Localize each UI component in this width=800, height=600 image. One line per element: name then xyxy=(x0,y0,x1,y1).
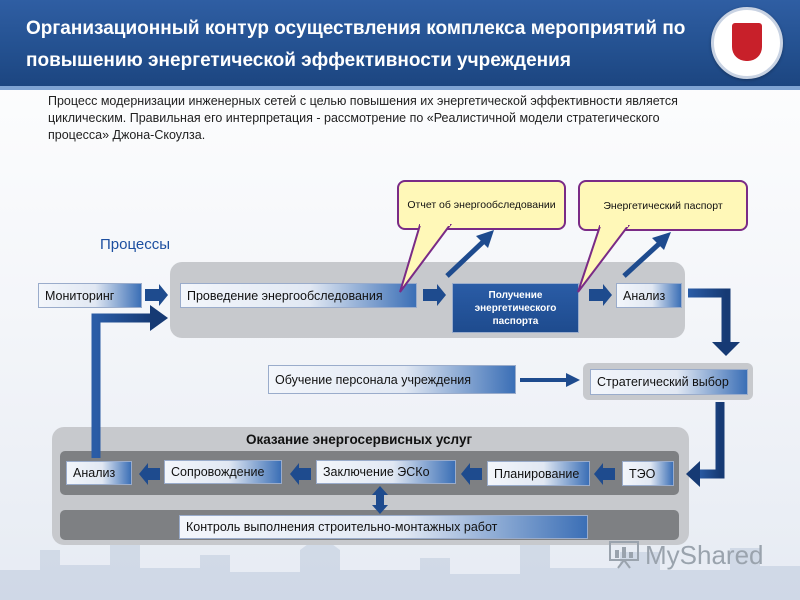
arrow-analysis-back-to-audit xyxy=(91,313,152,458)
arrow-teo-to-planning xyxy=(594,463,615,485)
analysis-bottom-box: Анализ xyxy=(66,461,132,485)
coat-of-arms-shield-icon xyxy=(732,23,762,61)
passport-callout: Энергетический паспорт xyxy=(578,180,748,231)
double-arrow-shaft xyxy=(376,493,384,507)
passport-callout-tail xyxy=(577,225,631,293)
arrow-passport-to-analysis xyxy=(589,284,612,306)
presentation-board-icon xyxy=(609,541,639,569)
intro-line-3: процесса» Джона-Скоулза. xyxy=(48,128,206,142)
moscow-emblem-logo xyxy=(711,7,783,79)
arrow-strategic-to-teo xyxy=(698,402,725,479)
report-callout-tail-join xyxy=(420,222,450,226)
arrowhead-passport xyxy=(652,232,671,250)
services-title: Оказание энергосервисных услуг xyxy=(246,432,473,447)
support-box: Сопровождение xyxy=(164,460,282,484)
arrow-analysis-to-strategic xyxy=(688,288,731,343)
watermark-brand: MyShared xyxy=(645,540,764,570)
arrow-analysis-passport-up xyxy=(622,241,662,278)
planning-box: Планирование xyxy=(487,461,590,486)
receive-passport-box: Получение энергетического паспорта xyxy=(452,283,579,333)
energy-audit-box: Проведение энергообследования xyxy=(180,283,417,308)
processes-label: Процессы xyxy=(100,236,171,253)
arrow-support-to-analysis xyxy=(139,463,160,485)
strategic-choice-box: Стратегический выбор xyxy=(590,369,748,395)
arrow-audit-report-up xyxy=(445,239,486,278)
arrow-audit-to-passport xyxy=(423,284,446,306)
construction-control-box: Контроль выполнения строительно-монтажны… xyxy=(179,515,588,539)
double-arrow-down-head xyxy=(372,505,388,514)
double-arrow-up-head xyxy=(372,486,388,495)
passport-callout-tail-join xyxy=(600,223,628,227)
arrow-monitoring-to-audit xyxy=(145,284,168,306)
intro-line-1: Процесс модернизации инженерных сетей с … xyxy=(48,94,678,108)
report-callout-tail xyxy=(399,224,452,293)
intro-line-2: циклическим. Правильная его интерпретаци… xyxy=(48,111,660,125)
slide-title-line-2: повышению энергетической эффективности у… xyxy=(26,50,571,71)
report-callout: Отчет об энергообследовании xyxy=(397,180,566,230)
city-skyline-background xyxy=(0,520,800,600)
arrow-esco-to-support xyxy=(290,463,311,485)
slide-header: Организационный контур осуществления ком… xyxy=(0,0,800,90)
arrowhead-training xyxy=(566,373,580,387)
arrowhead-report xyxy=(476,230,494,248)
arrowhead-down-strategic xyxy=(712,342,740,356)
monitoring-box: Мониторинг xyxy=(38,283,142,308)
teo-box: ТЭО xyxy=(622,461,674,486)
slide-title-line-1: Организационный контур осуществления ком… xyxy=(26,18,686,39)
arrowhead-left-teo xyxy=(686,461,700,487)
intro-paragraph: Процесс модернизации инженерных сетей с … xyxy=(48,93,768,144)
arrowhead-right-audit xyxy=(150,305,168,331)
staff-training-box: Обучение персонала учреждения xyxy=(268,365,516,394)
arrow-planning-to-esco xyxy=(461,463,482,485)
esco-box: Заключение ЭСКо xyxy=(316,460,456,484)
analysis-top-box: Анализ xyxy=(616,283,682,308)
